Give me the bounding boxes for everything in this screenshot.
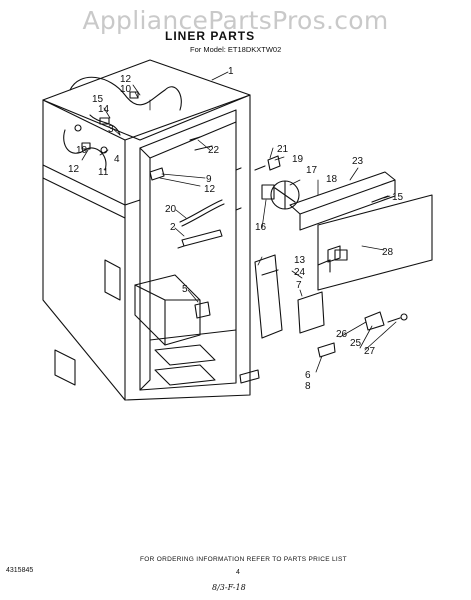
model-number: For Model: ET18DKXTW02 xyxy=(190,45,282,54)
callout-2: 2 xyxy=(170,222,176,233)
callout-28: 28 xyxy=(382,247,394,258)
callout-13: 13 xyxy=(294,255,306,266)
callout-15b: 15 xyxy=(392,192,404,203)
callout-1: 1 xyxy=(228,66,234,77)
callout-27: 27 xyxy=(364,346,376,357)
callout-14: 14 xyxy=(98,104,110,115)
callout-10: 10 xyxy=(120,84,132,95)
callout-24: 24 xyxy=(294,267,306,278)
callout-6: 6 xyxy=(305,370,311,381)
handwritten-note: 8/3-F-18 xyxy=(212,583,246,592)
fan-assembly xyxy=(254,155,433,291)
callout-23: 23 xyxy=(352,156,364,167)
lower-parts xyxy=(239,254,408,384)
leader-lines xyxy=(81,71,397,373)
page-title: LINER PARTS xyxy=(165,29,256,43)
watermark: AppliancePartsPros.com xyxy=(82,6,389,35)
callout-labels: 1 12 10 15 14 3 10 4 12 11 22 9 12 20 2 … xyxy=(68,66,404,392)
callout-20: 20 xyxy=(165,204,177,215)
callout-3: 3 xyxy=(108,124,114,135)
callout-21: 21 xyxy=(277,144,289,155)
callout-5: 5 xyxy=(182,284,188,295)
callout-22: 22 xyxy=(208,145,220,156)
callout-12b: 12 xyxy=(68,164,80,175)
callout-11: 11 xyxy=(98,167,109,178)
document-code: 4315845 xyxy=(6,567,34,574)
callout-8: 8 xyxy=(305,381,311,392)
callout-26: 26 xyxy=(336,329,348,340)
callout-7: 7 xyxy=(296,280,302,291)
callout-4: 4 xyxy=(114,154,120,165)
callout-16: 16 xyxy=(255,222,267,233)
callout-10b: 10 xyxy=(76,145,88,156)
wiring-harness xyxy=(63,76,182,171)
callout-25: 25 xyxy=(350,338,362,349)
callout-12: 12 xyxy=(120,74,132,85)
callout-9: 9 xyxy=(206,174,212,185)
refrigerator-liner xyxy=(42,59,251,401)
ordering-note: FOR ORDERING INFORMATION REFER TO PARTS … xyxy=(140,556,347,563)
callout-15: 15 xyxy=(92,94,104,105)
callout-12c: 12 xyxy=(204,184,216,195)
callout-19: 19 xyxy=(292,154,304,165)
callout-18: 18 xyxy=(326,174,338,185)
page-number: 4 xyxy=(236,569,240,576)
callout-17: 17 xyxy=(306,165,318,176)
cabinet-parts xyxy=(149,136,225,319)
